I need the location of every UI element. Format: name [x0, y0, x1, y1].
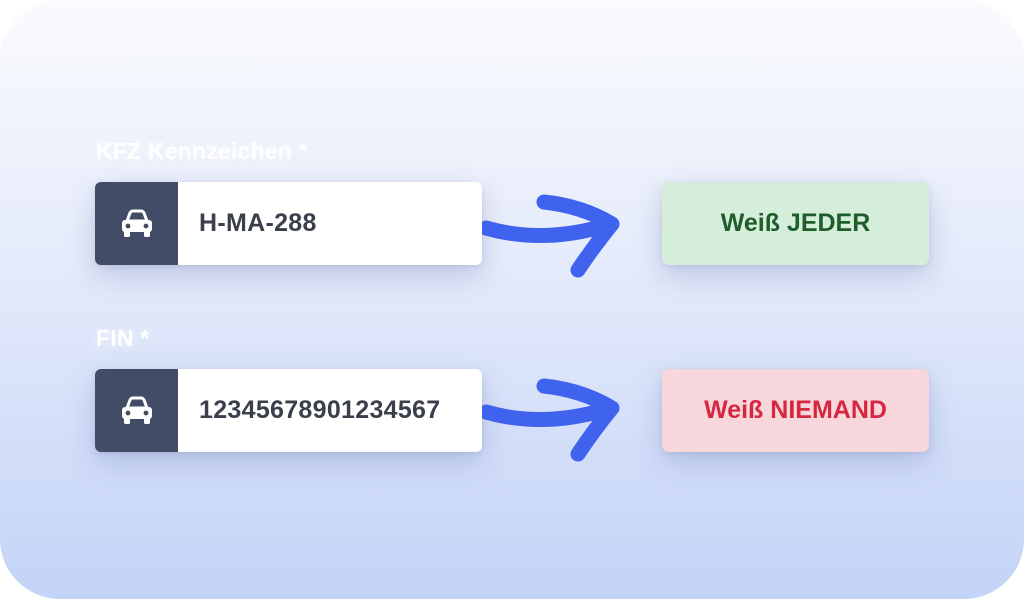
arrow-right-icon: [482, 378, 620, 462]
kfz-result-badge: Weiß JEDER: [662, 182, 929, 265]
kfz-label: KFZ Kennzeichen *: [96, 138, 308, 164]
fin-result-badge: Weiß NIEMAND: [662, 369, 929, 452]
car-icon: [95, 182, 178, 265]
fin-input-group[interactable]: 12345678901234567: [95, 369, 482, 452]
kfz-input[interactable]: H-MA-288: [199, 209, 317, 237]
fin-label: FIN *: [96, 325, 150, 351]
arrow-right-icon: [482, 194, 620, 278]
fin-input[interactable]: 12345678901234567: [199, 396, 441, 424]
kfz-input-group[interactable]: H-MA-288: [95, 182, 482, 265]
car-icon: [95, 369, 178, 452]
